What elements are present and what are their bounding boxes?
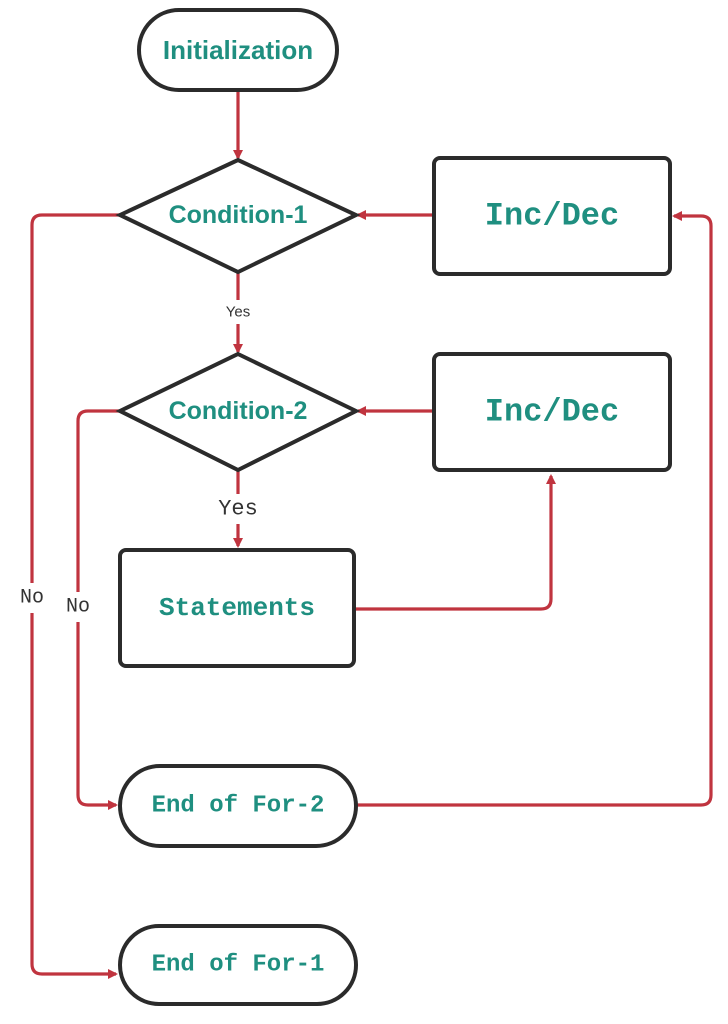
incdec1-label: Inc/Dec [485, 198, 619, 235]
condition1-node: Condition-1 [115, 157, 361, 275]
condition1-label: Condition-1 [169, 201, 308, 229]
edge-label-no-1: No [20, 587, 44, 610]
end-for2-label: End of For-2 [152, 793, 325, 820]
end-for1-node: End of For-1 [118, 924, 358, 1006]
edge-label-no-2: No [66, 596, 90, 619]
yes2-label-bg [208, 494, 268, 524]
initialization-node: Initialization [137, 8, 339, 92]
end-for1-label: End of For-1 [152, 952, 325, 979]
yes1-label-bg [217, 300, 259, 324]
statements-node: Statements [118, 548, 356, 668]
arrow-statements-to-incdec2 [356, 474, 556, 611]
statements-label: Statements [159, 593, 315, 623]
incdec2-node: Inc/Dec [432, 352, 672, 472]
no1-label-bg [12, 583, 52, 613]
initialization-label: Initialization [163, 35, 313, 65]
incdec2-label: Inc/Dec [485, 394, 619, 431]
arrow-endfor2-to-incdec1 [356, 211, 713, 807]
no2-label-bg [58, 592, 98, 622]
end-for2-node: End of For-2 [118, 764, 358, 848]
edge-label-yes-1: Yes [226, 304, 250, 321]
edge-label-yes-2: Yes [218, 497, 258, 522]
condition2-label: Condition-2 [169, 397, 308, 425]
incdec1-node: Inc/Dec [432, 156, 672, 276]
condition2-node: Condition-2 [115, 351, 361, 473]
